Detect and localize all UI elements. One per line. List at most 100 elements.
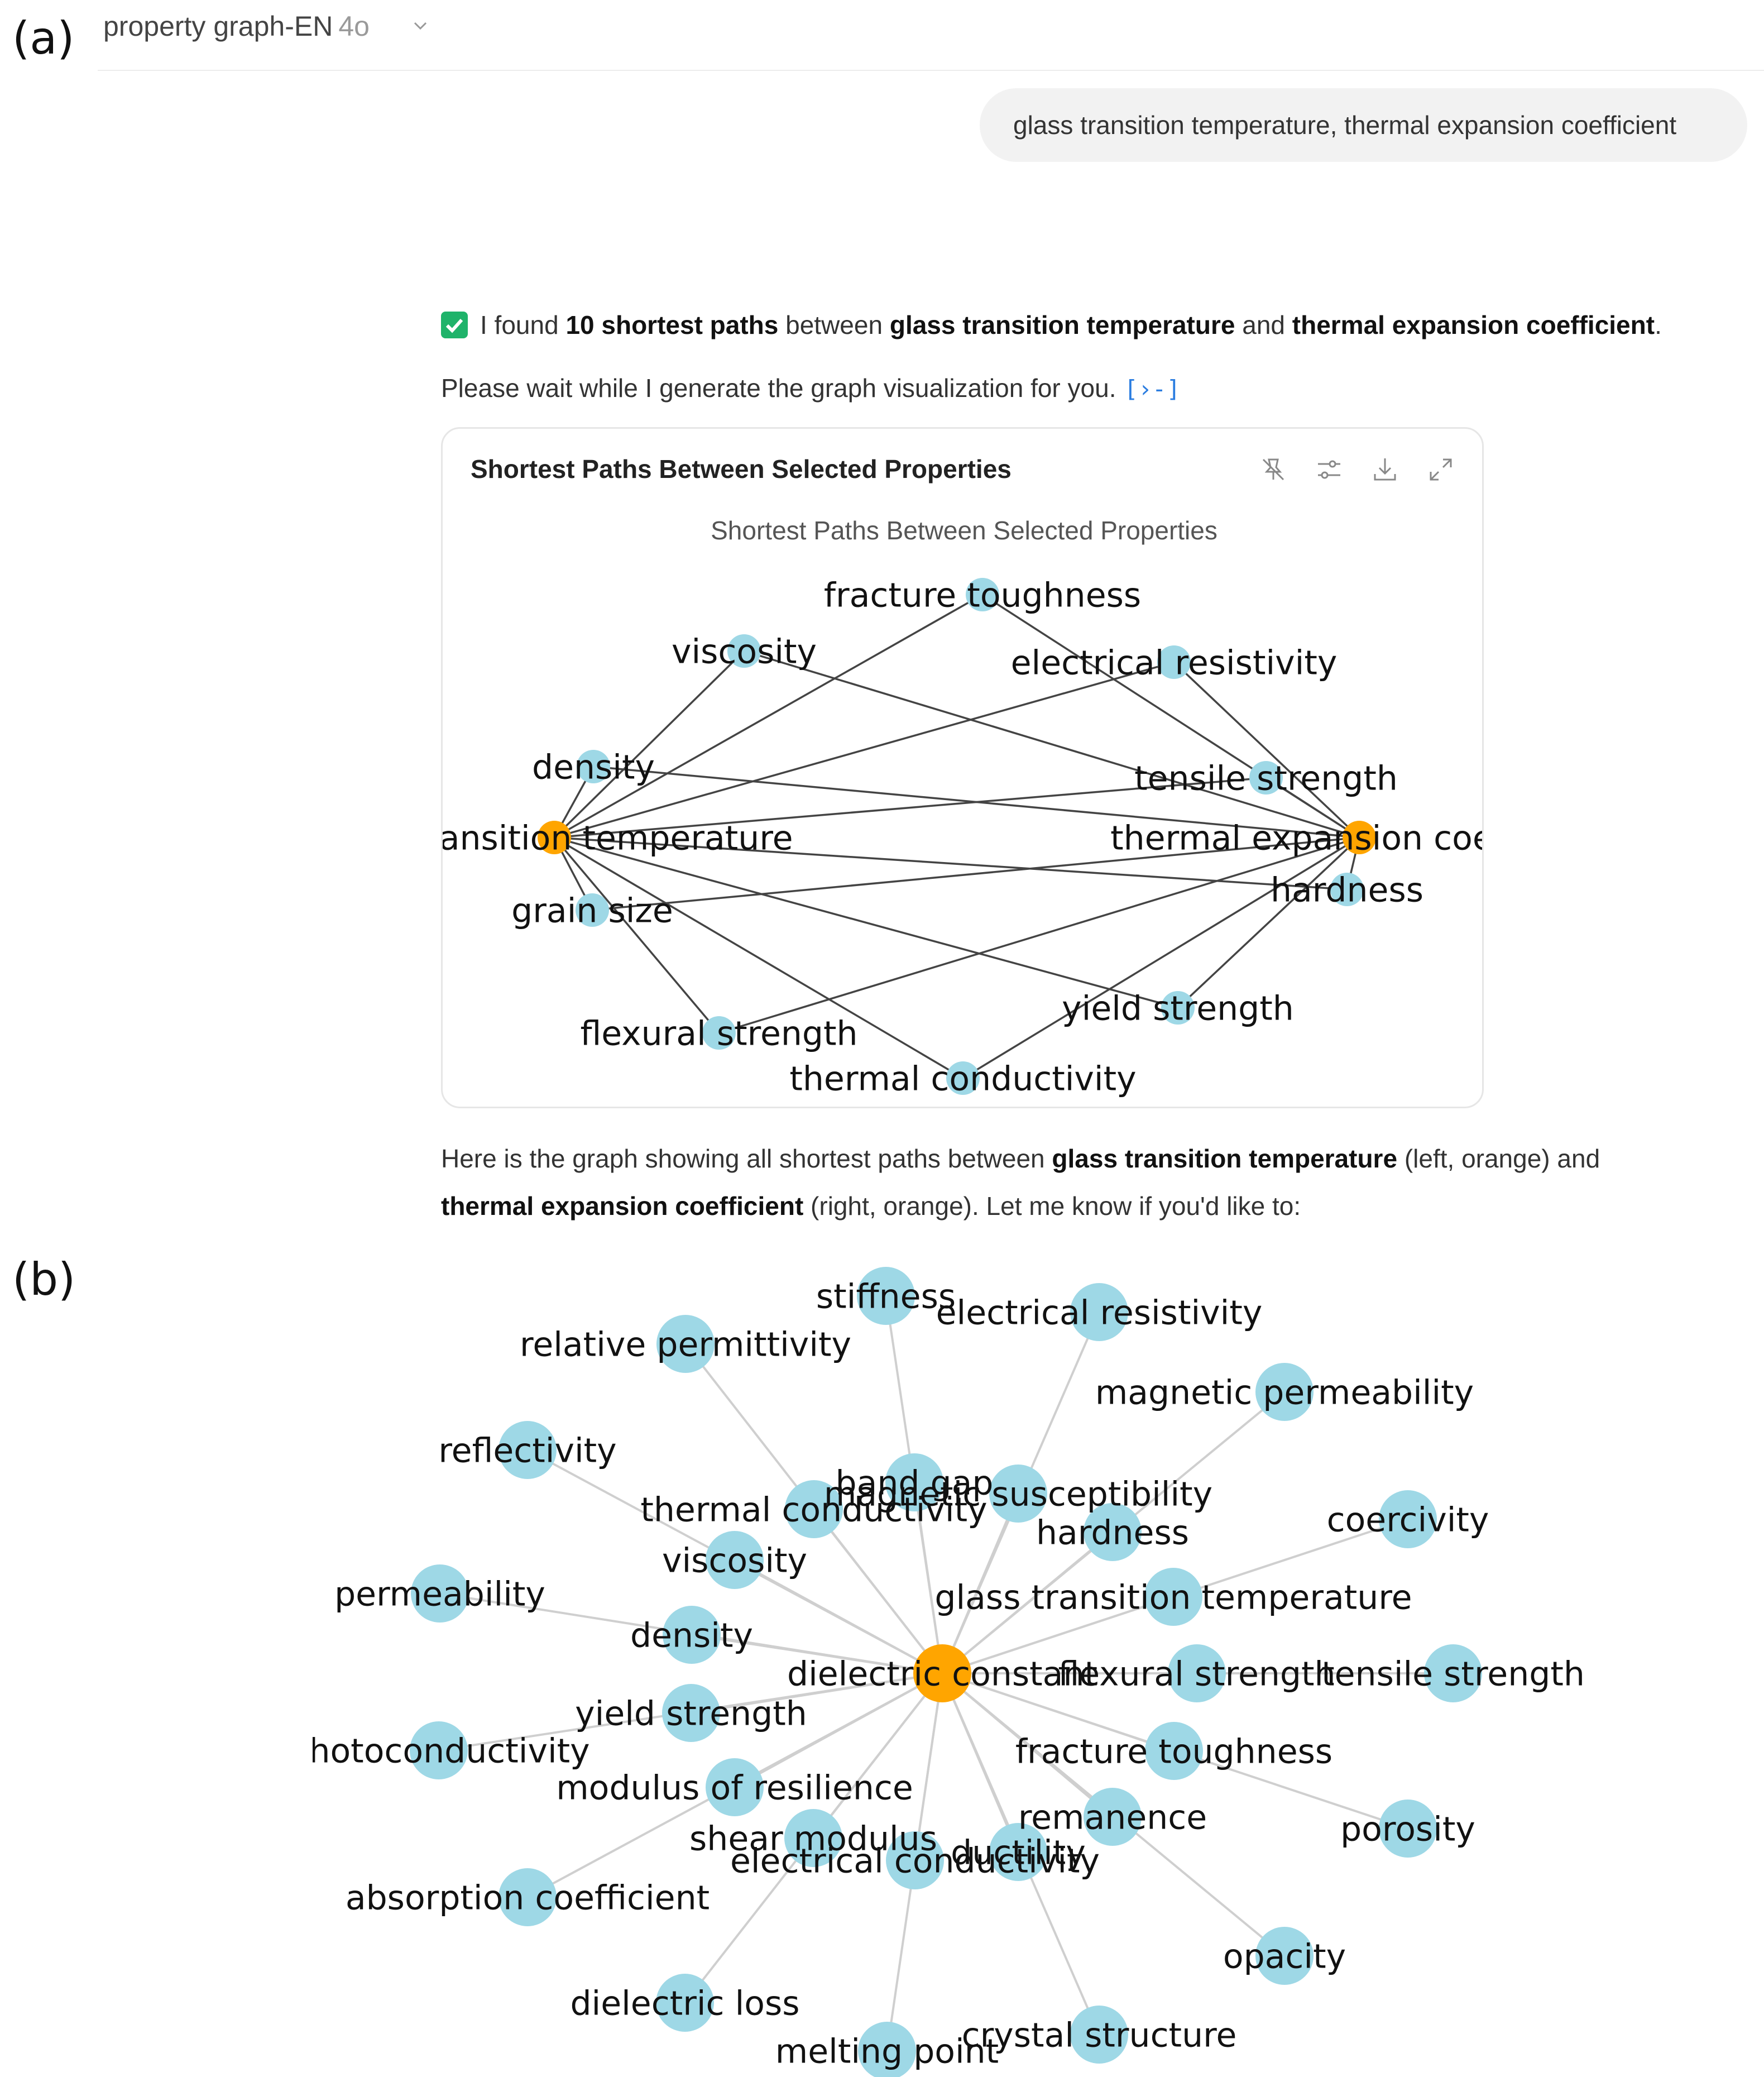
node-reflectivity[interactable] xyxy=(498,1421,557,1479)
node-thermal-conductivity[interactable] xyxy=(946,1061,980,1095)
node-thermal-conductivity[interactable] xyxy=(785,1480,843,1538)
edge-dielectric-constant-to-glass-transition-temperature xyxy=(942,1596,1174,1674)
expand-icon[interactable] xyxy=(1425,454,1456,485)
node-label-remanence: remanence xyxy=(1018,1798,1207,1837)
edge-thermal-expansion-coefficient-to-flexural-strength xyxy=(718,836,1360,1034)
node-photoconductivity[interactable] xyxy=(410,1721,468,1779)
node-crystal-structure[interactable] xyxy=(1070,2006,1128,2064)
node-absorption-coefficient[interactable] xyxy=(498,1868,557,1926)
node-label-viscosity: viscosity xyxy=(672,633,817,672)
edge-thermal-expansion-coefficient-to-tensile-strength xyxy=(1266,777,1360,839)
node-band-gap[interactable] xyxy=(885,1453,943,1511)
node-label-thermal-expansion-coefficient: thermal expansion coefficient xyxy=(1110,819,1482,858)
node-modulus-of-resilience[interactable] xyxy=(706,1758,764,1816)
edge-dielectric-constant-to-magnetic-susceptibility xyxy=(941,1493,1019,1674)
node-hardness[interactable] xyxy=(1330,873,1364,906)
node-glass-transition-temperature[interactable] xyxy=(538,821,571,854)
node-density[interactable] xyxy=(663,1606,721,1664)
settings-sliders-icon[interactable] xyxy=(1314,454,1345,485)
node-label-opacity: opacity xyxy=(1223,1937,1346,1976)
edge-thermal-expansion-coefficient-to-yield-strength xyxy=(1177,836,1360,1009)
node-label-glass-transition-temperature: glass transition temperature xyxy=(934,1578,1412,1617)
node-label-electrical-conductivity: electrical conductivity xyxy=(730,1842,1100,1881)
node-relative-permittivity[interactable] xyxy=(656,1315,715,1373)
node-glass-transition-temperature[interactable] xyxy=(1144,1568,1202,1626)
node-label-porosity: porosity xyxy=(1340,1810,1475,1849)
node-opacity[interactable] xyxy=(1255,1927,1314,1985)
edge-glass-transition-temperature-to-tensile-strength xyxy=(554,777,1267,839)
node-label-yield-strength: yield strength xyxy=(575,1695,807,1734)
node-label-dielectric-loss: dielectric loss xyxy=(570,1984,799,2023)
chevron-down-icon[interactable] xyxy=(410,16,430,36)
node-magnetic-permeability[interactable] xyxy=(1255,1363,1314,1421)
pin-off-icon[interactable] xyxy=(1258,454,1289,485)
node-electrical-resistivity[interactable] xyxy=(1157,645,1191,679)
graph-card: Shortest Paths Between Selected Properti… xyxy=(441,427,1484,1108)
assistant-line-4: thermal expansion coefficient (right, or… xyxy=(441,1191,1301,1221)
assistant-line-3: Here is the graph showing all shortest p… xyxy=(441,1144,1600,1173)
node-label-dielectric-constant: dielectric constant xyxy=(787,1655,1097,1694)
node-label-ductility: ductility xyxy=(951,1834,1086,1873)
node-melting-point[interactable] xyxy=(858,2022,916,2077)
node-label-glass-transition-temperature: glass transition temperature xyxy=(443,819,793,858)
node-dielectric-constant[interactable] xyxy=(913,1644,971,1702)
node-magnetic-susceptibility[interactable] xyxy=(989,1465,1047,1523)
node-dielectric-loss[interactable] xyxy=(656,1974,714,2032)
node-porosity[interactable] xyxy=(1379,1800,1437,1858)
node-density[interactable] xyxy=(577,750,610,783)
node-label-magnetic-permeability: magnetic permeability xyxy=(1095,1374,1474,1413)
node-label-hardness: hardness xyxy=(1271,871,1423,910)
node-electrical-conductivity[interactable] xyxy=(886,1831,944,1889)
assistant-line-2: Please wait while I generate the graph v… xyxy=(441,374,1181,403)
node-flexural-strength[interactable] xyxy=(702,1016,736,1050)
node-label-thermal-conductivity: thermal conductivity xyxy=(789,1060,1136,1099)
node-label-yield-strength: yield strength xyxy=(1062,989,1294,1028)
edge-dielectric-constant-to-thermal-conductivity xyxy=(813,1508,943,1674)
assistant-line-1: I found 10 shortest paths between glass … xyxy=(441,310,1662,340)
node-label-relative-permittivity: relative permittivity xyxy=(520,1325,851,1365)
code-block-icon[interactable]: [›-] xyxy=(1124,375,1181,403)
node-yield-strength[interactable] xyxy=(662,1684,720,1742)
node-label-density: density xyxy=(532,748,655,787)
node-shear-modulus[interactable] xyxy=(784,1809,842,1867)
node-label-flexural-strength: flexural strength xyxy=(1058,1655,1335,1694)
node-label-magnetic-susceptibility: magnetic susceptibility xyxy=(824,1475,1212,1514)
node-flexural-strength[interactable] xyxy=(1168,1644,1226,1702)
node-stiffness[interactable] xyxy=(857,1267,915,1325)
node-remanence[interactable] xyxy=(1084,1788,1142,1846)
node-label-absorption-coefficient: absorption coefficient xyxy=(346,1879,710,1918)
node-electrical-resistivity[interactable] xyxy=(1070,1283,1128,1341)
edge-thermal-expansion-coefficient-to-thermal-conductivity xyxy=(962,836,1360,1079)
node-grain-size[interactable] xyxy=(576,893,609,927)
node-viscosity[interactable] xyxy=(727,634,761,668)
node-label-electrical-resistivity: electrical resistivity xyxy=(1011,644,1338,683)
node-label-tensile-strength: tensile strength xyxy=(1321,1655,1585,1694)
edge-thermal-expansion-coefficient-to-density xyxy=(593,765,1360,839)
node-viscosity[interactable] xyxy=(706,1531,764,1589)
model-version-label: 4o xyxy=(338,11,370,42)
node-label-fracture-toughness: fracture toughness xyxy=(824,576,1141,615)
node-label-permeability: permeability xyxy=(334,1575,545,1614)
node-fracture-toughness[interactable] xyxy=(966,578,999,611)
node-tensile-strength[interactable] xyxy=(1249,761,1283,795)
node-fracture-toughness[interactable] xyxy=(1145,1722,1203,1780)
node-label-hardness: hardness xyxy=(1036,1514,1189,1553)
card-title: Shortest Paths Between Selected Properti… xyxy=(471,454,1012,484)
node-yield-strength[interactable] xyxy=(1161,991,1195,1025)
node-hardness[interactable] xyxy=(1084,1503,1142,1561)
node-thermal-expansion-coefficient[interactable] xyxy=(1343,821,1376,854)
node-label-modulus-of-resilience: modulus of resilience xyxy=(556,1769,913,1808)
node-ductility[interactable] xyxy=(989,1823,1047,1881)
edge-glass-transition-temperature-to-viscosity xyxy=(553,650,745,839)
node-permeability[interactable] xyxy=(411,1564,469,1623)
node-tensile-strength[interactable] xyxy=(1424,1644,1482,1702)
model-name-label: property graph-EN xyxy=(103,11,333,42)
node-label-crystal-structure: crystal structure xyxy=(962,2016,1237,2055)
node-coercivity[interactable] xyxy=(1379,1490,1437,1548)
node-label-flexural-strength: flexural strength xyxy=(580,1014,857,1054)
download-icon[interactable] xyxy=(1369,454,1401,485)
edge-dielectric-constant-to-hardness xyxy=(941,1531,1114,1674)
